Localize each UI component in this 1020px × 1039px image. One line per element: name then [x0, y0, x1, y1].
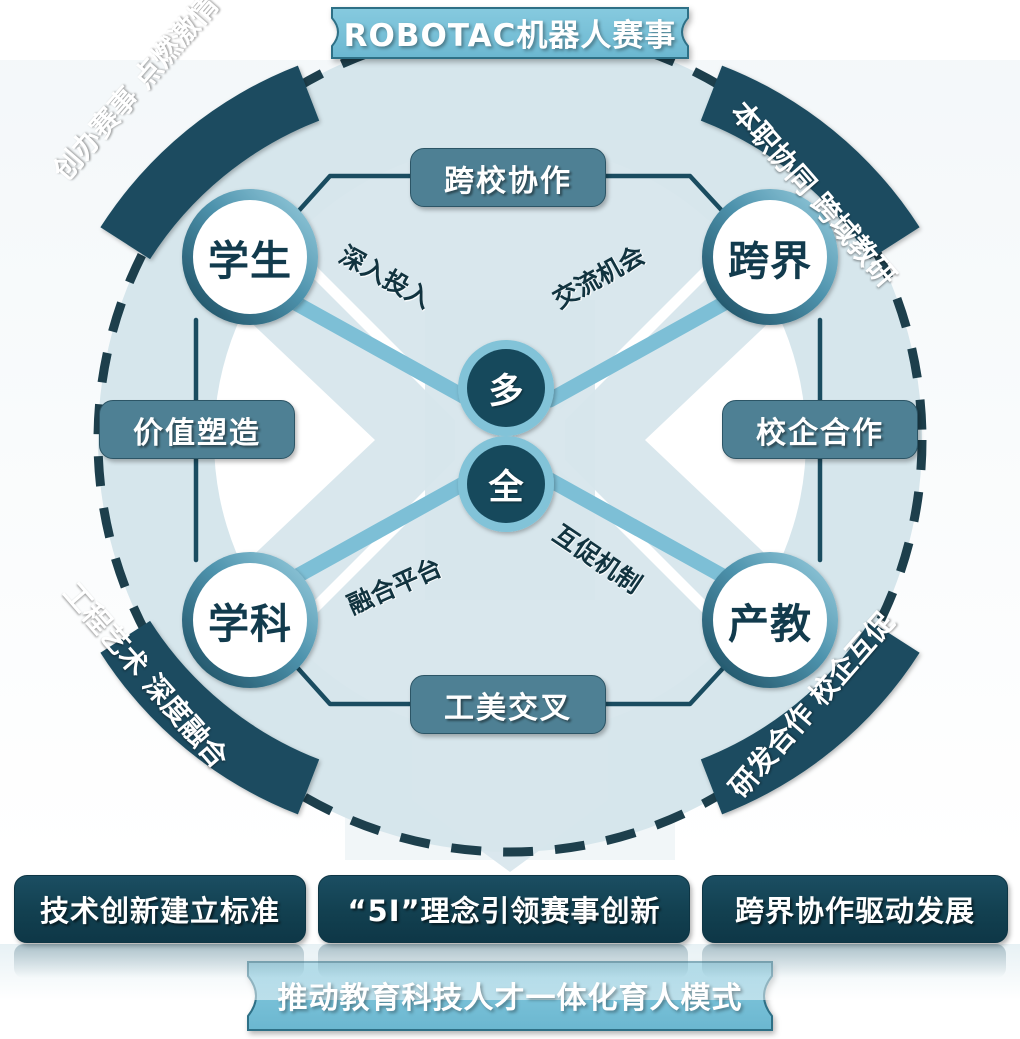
outcome-box-crossover[interactable]: 跨界协作驱动发展: [702, 875, 1008, 943]
pill-top-cross-school[interactable]: 跨校协作: [410, 148, 606, 207]
pill-right-school-enterprise[interactable]: 校企合作: [722, 400, 918, 459]
outcome-box-standard[interactable]: 技术创新建立标准: [14, 875, 306, 943]
outcome-box-5i-concept[interactable]: “5I”理念引领赛事创新: [318, 875, 690, 943]
pill-bottom-eng-art-cross[interactable]: 工美交叉: [410, 675, 606, 734]
pill-left-value-shaping[interactable]: 价值塑造: [99, 400, 295, 459]
